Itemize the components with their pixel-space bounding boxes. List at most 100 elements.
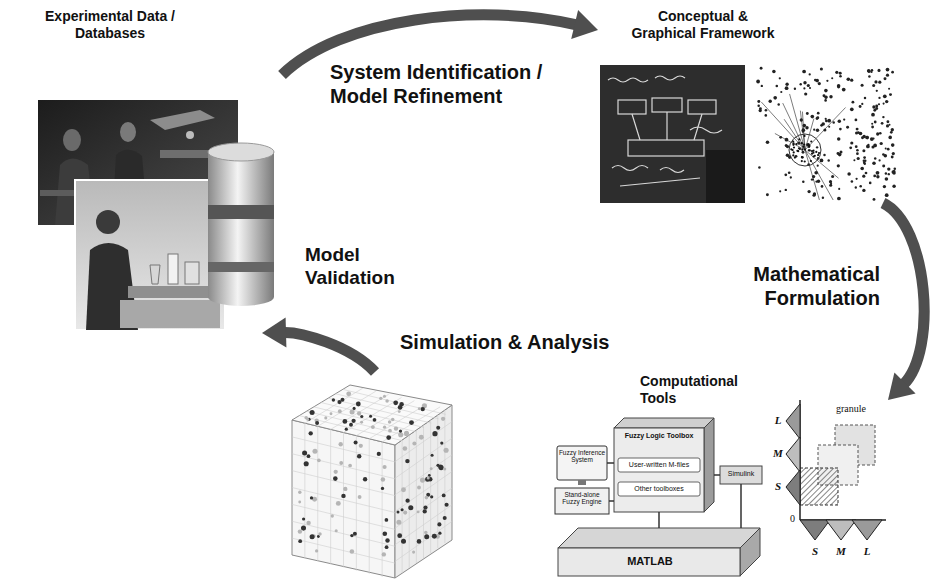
network-plot-part xyxy=(886,68,890,72)
module-label: Fuzzy Inference System xyxy=(558,449,606,464)
network-plot-part xyxy=(814,155,816,157)
network-plot-part xyxy=(837,164,840,167)
network-plot-part xyxy=(839,75,842,78)
network-plot-part xyxy=(804,160,806,162)
simulation-cube-part-part xyxy=(398,410,401,413)
simulation-cube-part-part xyxy=(431,454,434,457)
cycle-arrow xyxy=(262,317,375,372)
network-plot-part xyxy=(776,85,779,88)
simulation-cube-part-part xyxy=(443,516,447,520)
network-plot-part xyxy=(813,129,815,131)
network-plot-part xyxy=(825,118,827,120)
network-plot-part xyxy=(874,157,877,160)
network-plot-part xyxy=(792,140,794,142)
simulation-cube-part-part xyxy=(405,499,409,503)
network-plot-part xyxy=(815,151,817,153)
simulation-cube-part-part xyxy=(438,465,443,470)
network-plot-part xyxy=(795,155,798,158)
simulation-cube-part-part xyxy=(428,474,431,477)
network-plot-part xyxy=(801,149,803,151)
simulation-cube-part-part xyxy=(348,464,352,468)
network-plot-part xyxy=(779,77,781,79)
network-plot-part xyxy=(826,80,828,82)
network-plot-part xyxy=(891,71,894,74)
module-label: Stand-alone Fuzzy Engine xyxy=(556,491,608,506)
network-plot-part xyxy=(868,75,871,78)
simulation-cube-part-part xyxy=(343,389,446,414)
lab-photo-part xyxy=(186,131,194,139)
simulation-cube-part-part xyxy=(397,533,402,538)
simulation-cube-part-part xyxy=(359,444,363,448)
simulation-cube-part-part xyxy=(401,539,406,544)
simulation-cube-part-part xyxy=(427,476,430,479)
toolbox-figure xyxy=(555,418,762,576)
network-plot-part xyxy=(827,119,831,123)
network-plot-part xyxy=(798,138,800,140)
simulation-cube-part-part xyxy=(360,421,363,424)
network-plot-part xyxy=(808,146,810,148)
network-plot-part xyxy=(757,105,760,108)
network-plot-part xyxy=(785,83,788,86)
network-plot-part xyxy=(758,166,761,169)
network-plot-part xyxy=(869,182,872,185)
simulation-cube-part-part xyxy=(437,415,438,548)
simulation-cube-part-part xyxy=(403,511,407,515)
network-plot-part xyxy=(856,149,859,152)
simulation-cube-part-part xyxy=(363,477,367,481)
network-plot-part xyxy=(886,124,889,127)
module-label-holder: Other toolboxes xyxy=(618,485,700,493)
module-label: Fuzzy Logic Toolbox xyxy=(616,432,702,440)
simulation-cube-part-part xyxy=(432,534,437,539)
simulation-cube-part-part xyxy=(353,407,356,410)
database-cylinder-part xyxy=(208,152,274,297)
network-plot-part xyxy=(807,84,810,87)
simulation-cube-part-part xyxy=(357,454,361,458)
network-plot-part xyxy=(879,132,882,135)
simulation-cube-part-part xyxy=(439,465,444,470)
simulation-cube-part-part xyxy=(292,504,395,529)
simulation-cube-part-part xyxy=(388,420,392,424)
network-plot-part xyxy=(818,152,820,154)
network-plot-part xyxy=(802,151,805,154)
simulation-cube-part-part xyxy=(437,522,441,526)
simulation-cube-part-part xyxy=(398,432,403,437)
axis-label: M xyxy=(834,545,848,558)
network-plot-part xyxy=(873,144,877,148)
axis-label-holder: M xyxy=(834,545,848,558)
simulation-cube-part-part xyxy=(341,494,345,498)
stage-heading: Experimental Data / Databases xyxy=(30,8,190,42)
simulation-cube-part-part xyxy=(385,545,389,549)
network-plot-part xyxy=(855,119,858,122)
axis-label-holder: M xyxy=(771,447,785,460)
edge-label: Mathematical Formulation xyxy=(705,262,880,310)
network-plot-part xyxy=(797,150,799,152)
network-plot-part xyxy=(793,146,795,148)
network-plot-part xyxy=(871,113,875,117)
simulation-cube-part-part xyxy=(304,461,309,466)
network-plot-part xyxy=(803,143,805,145)
module-label: Simulink xyxy=(720,470,762,478)
network-plot-part xyxy=(871,123,873,125)
edge-label: System Identification / Model Refinement xyxy=(330,60,580,108)
network-plot-part xyxy=(800,111,805,150)
lab-photo-part xyxy=(150,110,215,130)
network-plot-part xyxy=(775,133,805,150)
network-plot-part xyxy=(822,197,824,199)
simulation-cube-part-part xyxy=(350,409,355,414)
lab-photo-part xyxy=(96,210,120,234)
network-plot-part xyxy=(821,185,824,188)
network-plot-part xyxy=(856,128,859,131)
toolbox-figure-part xyxy=(618,482,700,496)
simulation-cube-part-part xyxy=(403,446,408,451)
network-plot-part xyxy=(837,137,841,141)
lab-photo-part xyxy=(120,122,136,142)
simulation-cube-part-part xyxy=(425,496,429,500)
network-plot-part xyxy=(823,94,826,97)
network-plot-part xyxy=(795,143,797,145)
simulation-cube-part-part xyxy=(350,549,355,554)
network-plot-part xyxy=(872,84,875,87)
network-plot-part xyxy=(870,137,874,141)
network-plot-part xyxy=(817,112,820,115)
edge-label-holder: Mathematical Formulation xyxy=(705,262,880,310)
